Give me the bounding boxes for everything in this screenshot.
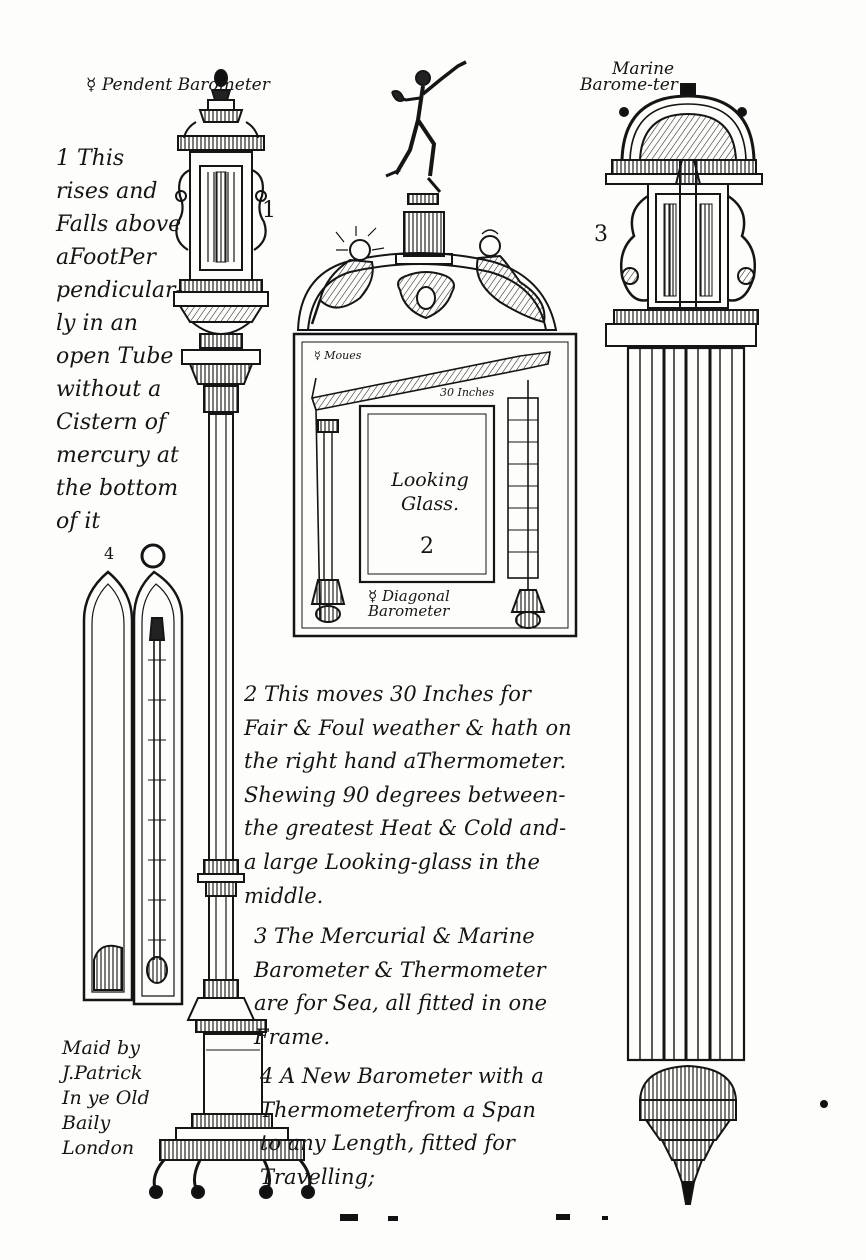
looking-glass-label: Looking Glass. (391, 469, 469, 515)
description-1: 1 This rises and Falls above aFootPer pe… (56, 146, 183, 534)
marine-barometer-figure (605, 83, 763, 1205)
maker-credit: Maid by J.Patrick In ye Old Baily London (62, 1037, 150, 1159)
marine-title-line2: Barome-ter (580, 75, 678, 95)
travelling-barometer-figure (82, 543, 184, 1006)
diagonal-barometer-label: ☿ Diagonal Barometer (368, 587, 450, 620)
figure-number-4: 4 (104, 544, 115, 563)
marine-title-line1: Marine (612, 59, 675, 79)
pendent-barometer-title: ☿ Pendent Barometer (86, 75, 270, 95)
description-2: 2 This moves 30 Inches for Fair & Foul w… (244, 682, 572, 908)
description-3: 3 The Mercurial & Marine Barometer & The… (254, 924, 548, 1049)
figure-number-3: 3 (594, 222, 608, 247)
moves-label: ☿ Moues (314, 349, 362, 362)
description-4: 4 A New Barometer with a Thermometerfrom… (260, 1064, 544, 1189)
ink-specks (340, 1100, 828, 1221)
thirty-inches-label: 30 Inches (440, 386, 495, 399)
figure-number-2: 2 (420, 534, 434, 559)
pendent-barometer-figure (149, 69, 315, 1199)
diagonal-barometer-figure (292, 60, 578, 638)
figure-number-1: 1 (262, 198, 276, 223)
